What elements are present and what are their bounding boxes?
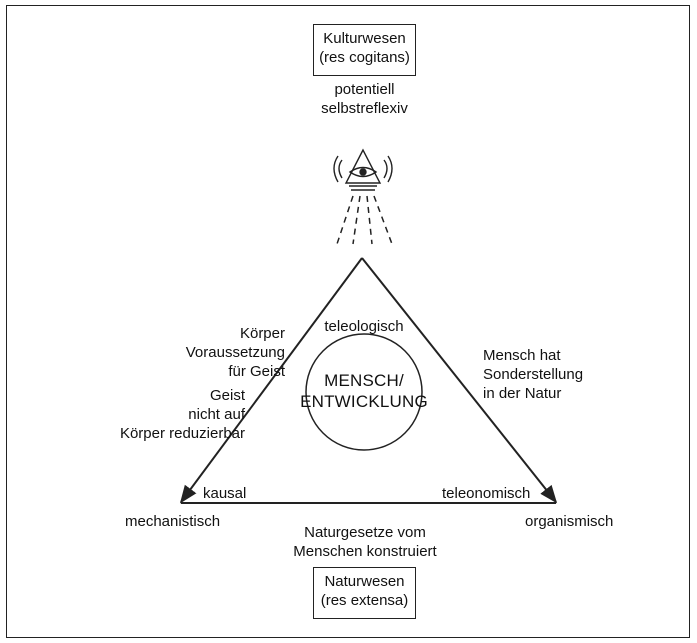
center-line1: MENSCH/ bbox=[324, 371, 404, 390]
left-lower-line3: Körper reduzierbar bbox=[119, 425, 245, 442]
left-upper-line1: Körper bbox=[239, 325, 285, 342]
top-caption: potentiell selbstreflexiv bbox=[313, 80, 416, 118]
apex-label: teleologisch bbox=[324, 318, 404, 335]
right-side-line1: Mensch hat bbox=[483, 347, 561, 364]
naturwesen-box: Naturwesen (res extensa) bbox=[313, 567, 416, 619]
left-upper-line2: Voraussetzung bbox=[185, 344, 285, 361]
mechanistisch-label: mechanistisch bbox=[125, 513, 221, 530]
kausal-label: kausal bbox=[203, 485, 247, 502]
right-side-line3: in der Natur bbox=[483, 385, 562, 402]
center-line2: ENTWICKLUNG bbox=[300, 392, 428, 411]
center-circle bbox=[305, 333, 423, 451]
left-side-lower-label: Geist nicht auf Körper reduzierbar bbox=[110, 386, 245, 443]
left-upper-line3: für Geist bbox=[228, 363, 285, 380]
res-extensa-label: (res extensa) bbox=[320, 592, 409, 609]
left-lower-line2: nicht auf bbox=[188, 406, 245, 423]
top-caption-line2: selbstreflexiv bbox=[321, 100, 408, 117]
center-label: MENSCH/ ENTWICKLUNG bbox=[300, 370, 428, 412]
left-lower-line1: Geist bbox=[209, 387, 245, 404]
kulturwesen-title: Kulturwesen bbox=[323, 30, 406, 47]
eye-in-triangle-icon bbox=[333, 148, 393, 191]
res-cogitans-label: (res cogitans) bbox=[319, 49, 410, 66]
bottom-caption-line1: Naturgesetze vom bbox=[304, 524, 426, 541]
right-side-line2: Sonderstellung bbox=[483, 366, 584, 383]
right-side-label: Mensch hat Sonderstellung in der Natur bbox=[483, 346, 623, 403]
teleonomisch-label: teleonomisch bbox=[442, 485, 531, 502]
eye-rays bbox=[336, 195, 393, 245]
left-side-upper-label: Körper Voraussetzung für Geist bbox=[150, 324, 285, 381]
diagram-frame bbox=[6, 5, 690, 638]
kulturwesen-box: Kulturwesen (res cogitans) bbox=[313, 24, 416, 76]
top-caption-line1: potentiell bbox=[334, 81, 395, 98]
triangle-right-edge bbox=[361, 257, 558, 504]
bottom-caption-line2: Menschen konstruiert bbox=[293, 543, 437, 560]
organismisch-label: organismisch bbox=[525, 513, 614, 530]
naturwesen-title: Naturwesen bbox=[324, 573, 405, 590]
triangle-left-edge bbox=[179, 257, 363, 504]
bottom-caption: Naturgesetze vom Menschen konstruiert bbox=[285, 523, 445, 561]
